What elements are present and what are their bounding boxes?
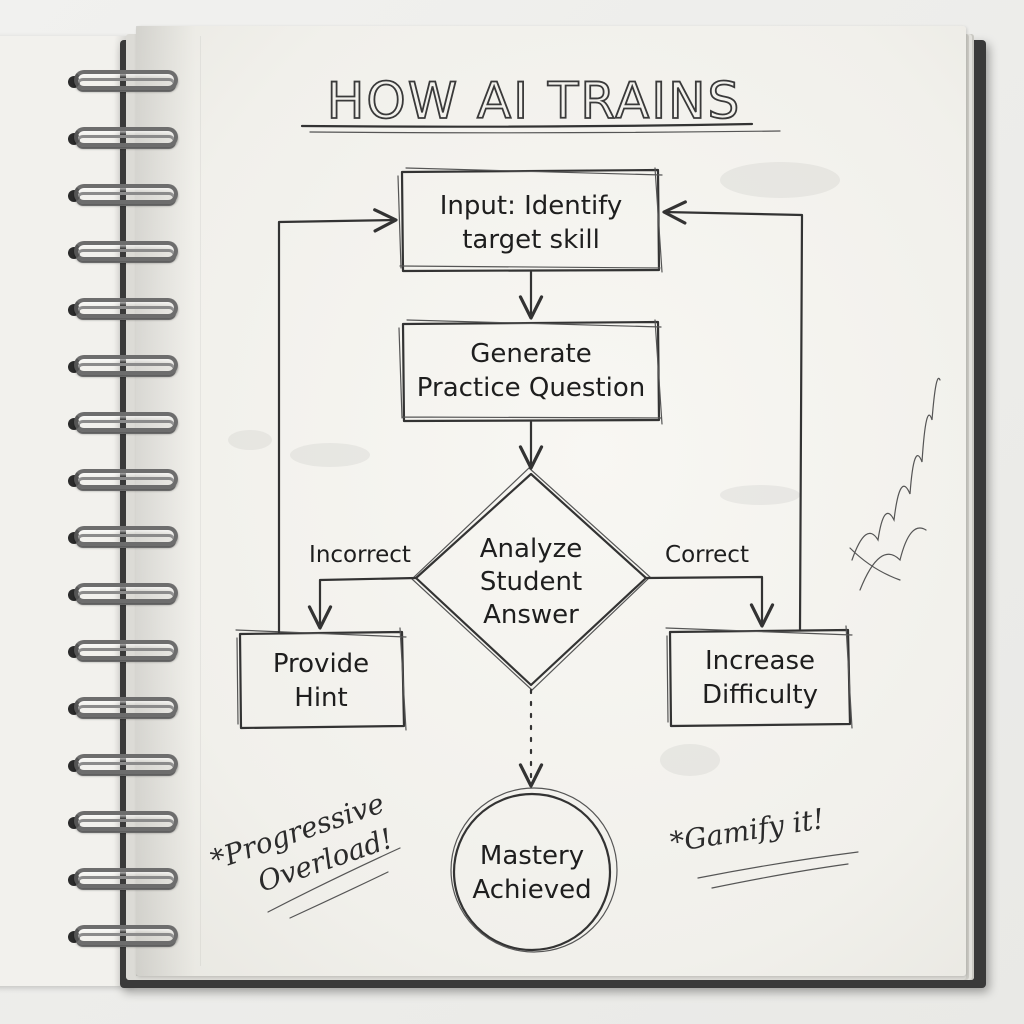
node-difficulty: Increase Difficulty [665, 625, 853, 729]
spiral-ring [68, 925, 180, 947]
spiral-ring [68, 754, 180, 776]
edge-label-correct: Correct [665, 542, 749, 568]
spiral-ring [68, 583, 180, 605]
node-hint-box [238, 630, 406, 730]
node-analyze-line2: Student [480, 567, 582, 597]
spiral-ring [68, 469, 180, 491]
node-input-line1: Input: Identify [440, 191, 623, 221]
node-generate-box [401, 320, 661, 423]
node-generate-box-sketch [398, 319, 663, 425]
diagram-title: HOW AI TRAINS [327, 72, 741, 130]
node-hint-line2: Hint [294, 683, 347, 713]
spiral-ring [68, 70, 180, 92]
note-gamify-scribble [697, 851, 859, 889]
signature-strokes [849, 377, 941, 591]
node-analyze: Analyze Student Answer [411, 467, 651, 691]
node-hint-box-sketch [235, 627, 407, 731]
spiral-ring [68, 184, 180, 206]
edge-difficulty-input [662, 200, 804, 632]
node-input: Input: Identify target skill [397, 167, 663, 273]
spiral-ring [68, 868, 180, 890]
spiral-ring [68, 298, 180, 320]
note-progressive-overload: *Progressive Overload! [207, 786, 401, 919]
node-analyze-diamond [414, 472, 648, 687]
title-underline-2 [309, 130, 781, 134]
node-analyze-line3: Answer [483, 600, 579, 630]
edge-analyze-hint [307, 576, 418, 630]
node-mastery-line1: Mastery [480, 841, 584, 871]
node-input-line2: target skill [462, 225, 600, 255]
node-generate-line2: Practice Question [417, 373, 645, 403]
note-gamify: *Gamify it! [668, 802, 859, 889]
spiral-ring [68, 640, 180, 662]
note-progressive-scribble [267, 847, 401, 919]
spiral-ring [68, 412, 180, 434]
node-mastery: Mastery Achieved [450, 787, 618, 953]
node-analyze-line1: Analyze [480, 534, 582, 564]
node-generate-line1: Generate [470, 339, 591, 369]
node-mastery-line2: Achieved [472, 875, 591, 905]
pencil-smudges [228, 162, 840, 776]
spiral-ring [68, 241, 180, 263]
edge-analyze-difficulty [644, 575, 775, 628]
node-hint-line1: Provide [273, 649, 369, 679]
node-generate: Generate Practice Question [398, 319, 663, 425]
note-gamify-text: *Gamify it! [668, 802, 826, 859]
signature-scribble [849, 377, 941, 591]
node-hint: Provide Hint [235, 627, 407, 731]
spiral-ring [68, 355, 180, 377]
node-input-box [400, 168, 661, 273]
node-difficulty-box-sketch [665, 625, 853, 729]
title-block: HOW AI TRAINS [300, 71, 781, 134]
node-difficulty-line2: Difficulty [702, 680, 818, 710]
spiral-ring [68, 526, 180, 548]
node-mastery-circle [452, 792, 612, 952]
node-mastery-circle-sketch [450, 787, 618, 953]
node-difficulty-box [668, 628, 852, 728]
spiral-ring [68, 127, 180, 149]
node-input-box-sketch [397, 167, 663, 273]
edge-label-incorrect: Incorrect [309, 542, 411, 568]
spiral-binding [68, 70, 188, 960]
edges [277, 200, 804, 788]
edge-hint-input [277, 208, 398, 634]
spiral-ring [68, 811, 180, 833]
node-difficulty-line1: Increase [705, 646, 815, 676]
title-underline [300, 122, 754, 128]
spiral-ring [68, 697, 180, 719]
